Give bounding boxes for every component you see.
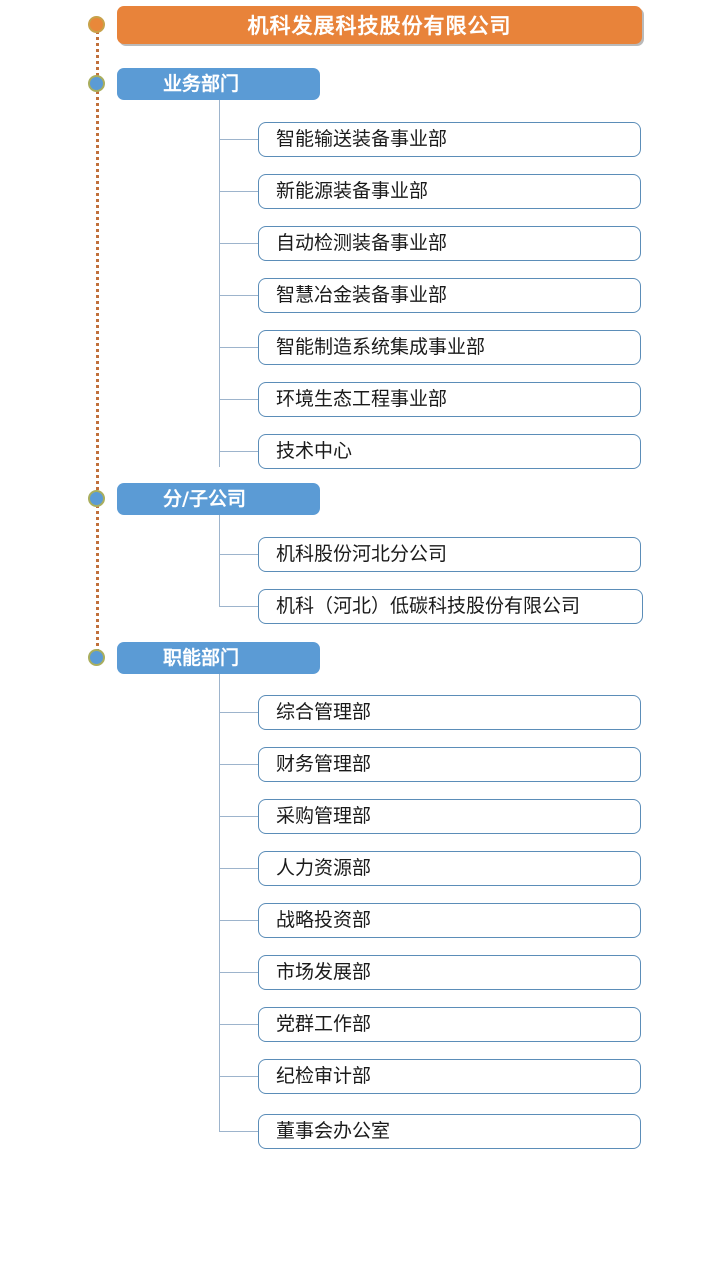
stub-line: [219, 451, 258, 452]
stub-line: [219, 347, 258, 348]
leaf-node-label: 智慧冶金装备事业部: [276, 284, 448, 306]
leaf-node[interactable]: 董事会办公室: [258, 1114, 641, 1149]
leaf-node[interactable]: 纪检审计部: [258, 1059, 641, 1094]
leaf-node-label: 人力资源部: [276, 857, 372, 879]
leaf-node[interactable]: 财务管理部: [258, 747, 641, 782]
stub-line: [219, 764, 258, 765]
leaf-node-label: 机科股份河北分公司: [276, 543, 448, 565]
trunk-line-business: [219, 100, 220, 467]
leaf-node[interactable]: 技术中心: [258, 434, 641, 469]
leaf-node-label: 财务管理部: [276, 753, 372, 775]
category-node-functional[interactable]: 职能部门: [117, 642, 320, 674]
leaf-node[interactable]: 采购管理部: [258, 799, 641, 834]
leaf-node[interactable]: 环境生态工程事业部: [258, 382, 641, 417]
category-node-subsidiary[interactable]: 分/子公司: [117, 483, 320, 515]
leaf-node-label: 智能制造系统集成事业部: [276, 336, 486, 358]
stub-line: [219, 606, 258, 607]
leaf-node-label: 智能输送装备事业部: [276, 128, 448, 150]
leaf-node-label: 机科（河北）低碳科技股份有限公司: [276, 595, 581, 617]
stub-line: [219, 295, 258, 296]
stub-line: [219, 972, 258, 973]
category-node-label: 业务部门: [163, 72, 240, 95]
leaf-node-label: 环境生态工程事业部: [276, 388, 448, 410]
leaf-node-label: 党群工作部: [276, 1013, 372, 1035]
stub-line: [219, 712, 258, 713]
leaf-node-label: 市场发展部: [276, 961, 372, 983]
leaf-node[interactable]: 人力资源部: [258, 851, 641, 886]
category-bullet-icon-subsidiary: [88, 490, 105, 507]
leaf-node-label: 纪检审计部: [276, 1065, 372, 1087]
leaf-node[interactable]: 党群工作部: [258, 1007, 641, 1042]
root-bullet-icon: [88, 16, 105, 33]
leaf-node-label: 战略投资部: [276, 909, 372, 931]
leaf-node[interactable]: 智能输送装备事业部: [258, 122, 641, 157]
stub-line: [219, 920, 258, 921]
stub-line: [219, 1131, 258, 1132]
leaf-node-label: 采购管理部: [276, 805, 372, 827]
leaf-node[interactable]: 市场发展部: [258, 955, 641, 990]
leaf-node[interactable]: 综合管理部: [258, 695, 641, 730]
stub-line: [219, 1024, 258, 1025]
category-node-business[interactable]: 业务部门: [117, 68, 320, 100]
trunk-line-subsidiary: [219, 515, 220, 607]
stub-line: [219, 191, 258, 192]
stub-line: [219, 554, 258, 555]
leaf-node[interactable]: 机科（河北）低碳科技股份有限公司: [258, 589, 643, 624]
stub-line: [219, 139, 258, 140]
leaf-node-label: 新能源装备事业部: [276, 180, 429, 202]
category-node-label: 分/子公司: [163, 487, 246, 510]
leaf-node-label: 自动检测装备事业部: [276, 232, 448, 254]
stub-line: [219, 399, 258, 400]
leaf-node[interactable]: 新能源装备事业部: [258, 174, 641, 209]
category-bullet-icon-business: [88, 75, 105, 92]
category-bullet-icon-functional: [88, 649, 105, 666]
leaf-node[interactable]: 战略投资部: [258, 903, 641, 938]
stub-line: [219, 816, 258, 817]
leaf-node[interactable]: 智慧冶金装备事业部: [258, 278, 641, 313]
leaf-node-label: 董事会办公室: [276, 1120, 391, 1142]
stub-line: [219, 1076, 258, 1077]
root-node[interactable]: 机科发展科技股份有限公司: [117, 6, 642, 44]
category-node-label: 职能部门: [163, 646, 240, 669]
spine-connector: [96, 24, 99, 660]
leaf-node[interactable]: 自动检测装备事业部: [258, 226, 641, 261]
stub-line: [219, 868, 258, 869]
leaf-node[interactable]: 智能制造系统集成事业部: [258, 330, 641, 365]
stub-line: [219, 243, 258, 244]
trunk-line-functional: [219, 674, 220, 1131]
leaf-node-label: 技术中心: [276, 440, 353, 462]
leaf-node[interactable]: 机科股份河北分公司: [258, 537, 641, 572]
leaf-node-label: 综合管理部: [276, 701, 372, 723]
root-node-label: 机科发展科技股份有限公司: [247, 12, 512, 38]
